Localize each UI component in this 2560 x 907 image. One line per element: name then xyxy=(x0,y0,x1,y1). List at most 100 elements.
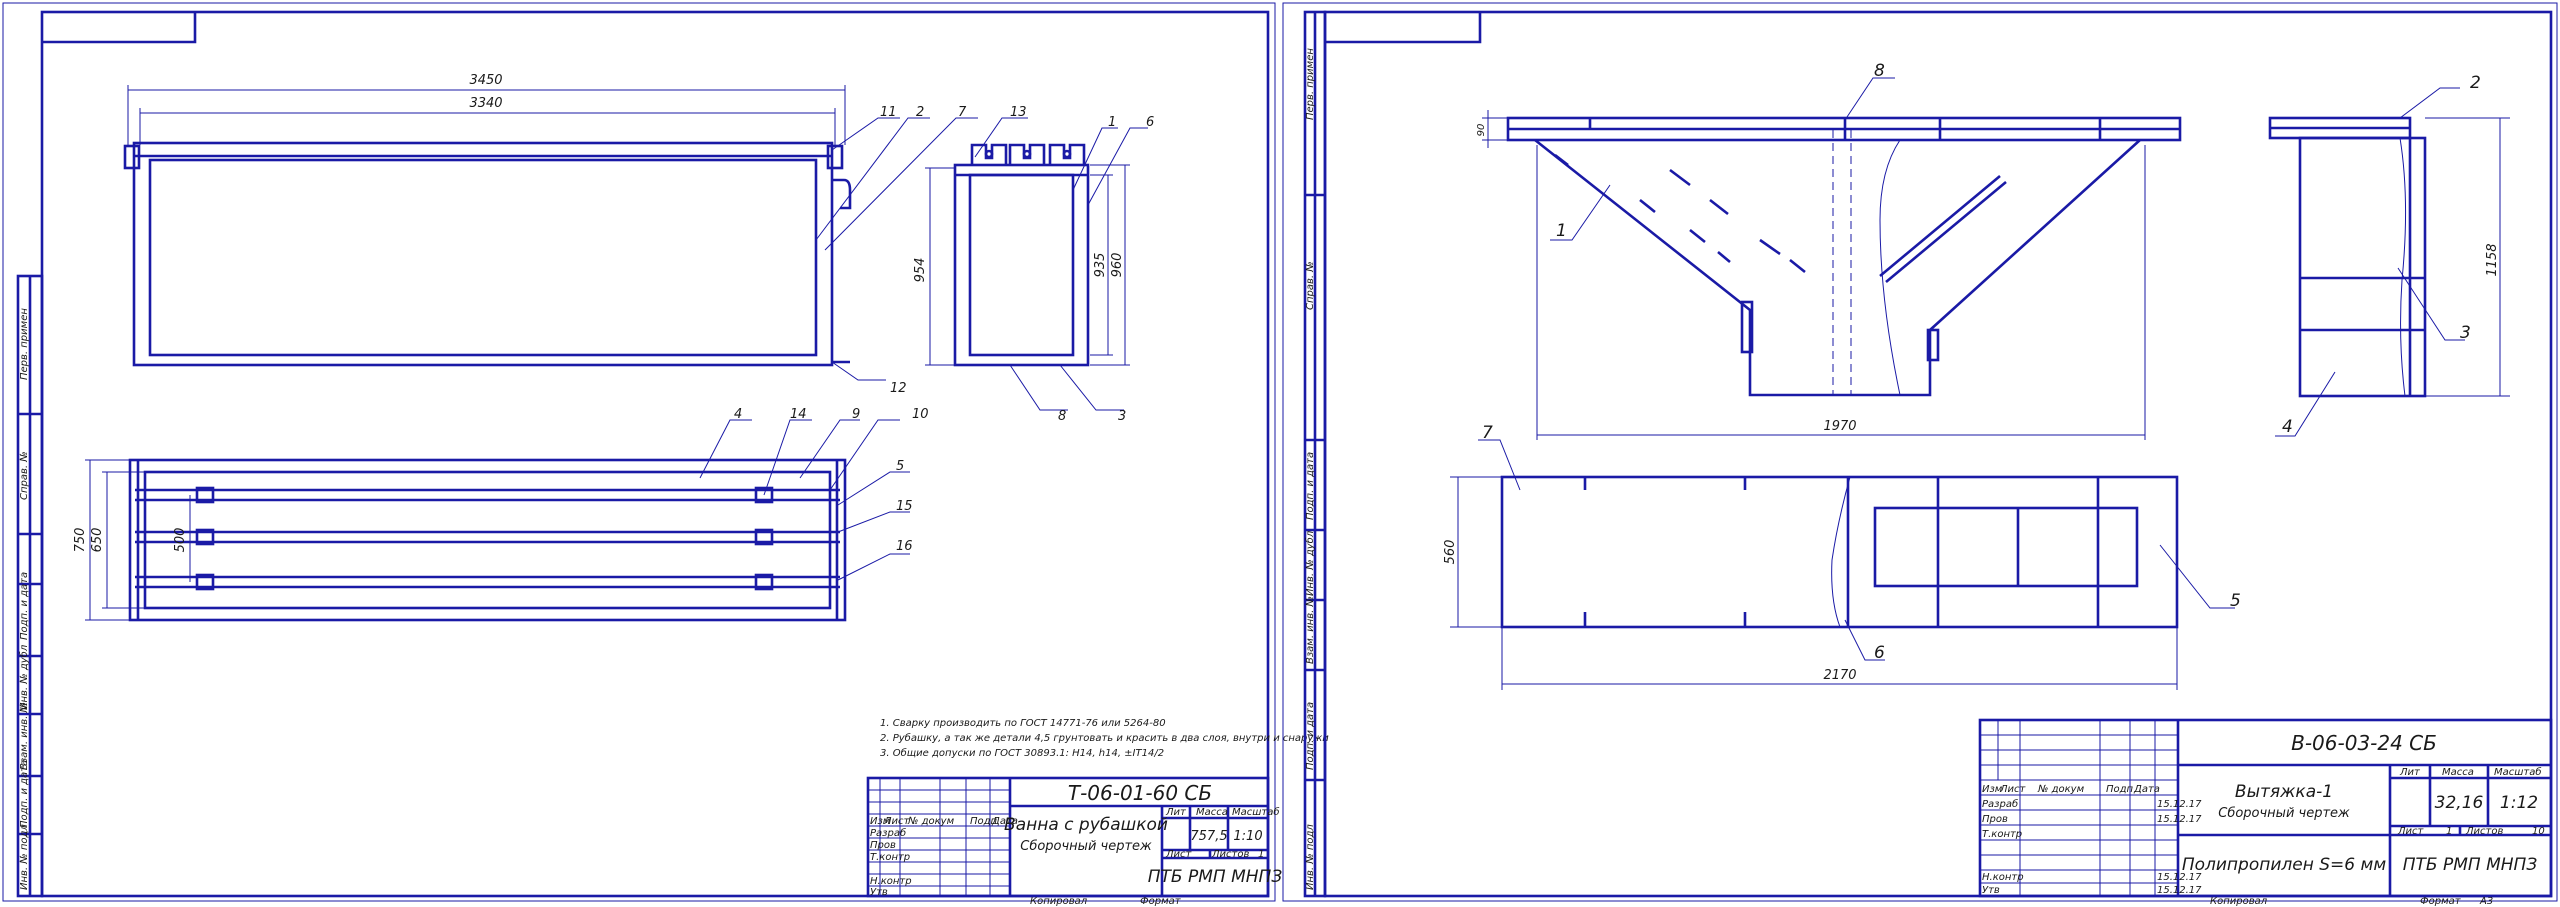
rt-scale-label: Масштаб xyxy=(2494,766,2542,778)
left-side-label-3: Инв. № дубл xyxy=(18,644,30,710)
rt-row-prov: Пров xyxy=(1982,814,2008,825)
left-side-label-2: Подп. и дата xyxy=(19,572,30,640)
rt-date-1: 15.12.17 xyxy=(2157,799,2202,810)
callout-15: 15 xyxy=(896,499,913,514)
right-scale: 1:12 xyxy=(2500,793,2538,813)
left-org: ПТБ РМП МНПЗ xyxy=(1148,867,1283,887)
left-scale: 1:10 xyxy=(1233,829,1262,844)
rt-row-razrab: Разраб xyxy=(1982,798,2018,810)
right-org: ПТБ РМП МНПЗ xyxy=(2403,855,2538,875)
bath-front-view: 3450 3340 xyxy=(123,73,852,367)
callout-9: 9 xyxy=(852,407,860,422)
right-sheet: Перв. примен Справ. № Подп. и дата Инв. … xyxy=(1282,2,2558,907)
right-material: Полипропилен S=6 мм xyxy=(2182,855,2386,875)
right-side-label-3: Инв. № дубл xyxy=(1304,530,1316,596)
rt-row-utv: Утв xyxy=(1982,885,2000,896)
bath-plan-view: 750 650 500 xyxy=(73,458,847,622)
lt-row-tkontr: Т.контр xyxy=(870,852,910,863)
note-3: 3. Общие допуски по ГОСТ 30893.1: H14, h… xyxy=(880,747,1164,759)
right-side-label-0: Перв. примен xyxy=(1305,48,1316,120)
hood-plan-view: 560 2170 xyxy=(1443,475,2179,690)
hood-side-view: 1158 xyxy=(2268,116,2510,398)
left-side-label-4: Взам. инв. № xyxy=(19,702,30,770)
rt-mass-label: Масса xyxy=(2442,767,2474,778)
rt-lit-label: Лит xyxy=(2399,767,2421,778)
lt-sheet-label: Лист xyxy=(1165,849,1193,860)
note-1: 1. Сварку производить по ГОСТ 14771-76 и… xyxy=(880,718,1166,729)
hood-front-view: 1970 90 xyxy=(1476,110,2182,440)
dim-750: 750 xyxy=(73,528,88,553)
r-callout-7: 7 xyxy=(1482,423,1493,443)
rt-col-list: Лист xyxy=(1999,784,2027,795)
right-side-label-6: Инв. № подл xyxy=(1305,824,1316,890)
rt-sheets-value: 10 xyxy=(2532,826,2545,837)
r-callout-6: 6 xyxy=(1874,643,1885,663)
lt-sheets-label: Листов xyxy=(1211,849,1249,860)
right-side-label-4: Взам. инв. № xyxy=(1305,596,1316,664)
dim-960: 960 xyxy=(1110,253,1125,278)
right-doc-name-2: Сборочный чертеж xyxy=(2218,806,2350,821)
right-callouts: 8 2 1 3 4 7 5 6 xyxy=(1478,61,2481,663)
rt-sheets-label: Листов xyxy=(2465,826,2503,837)
right-corner-box xyxy=(1325,12,1482,44)
left-doc-name-1: Ванна с рубашкой xyxy=(1004,815,1168,835)
left-side-strip: Перв. примен Справ. № Подп. и дата Инв. … xyxy=(16,274,44,898)
rt-sheet-value: 1 xyxy=(2446,826,2452,837)
rt-date-3: 15.12.17 xyxy=(2157,872,2202,883)
right-doc-code: В-06-03-24 СБ xyxy=(2291,731,2437,755)
rt-copied: Копировал xyxy=(2210,896,2268,907)
bath-end-view: 954 935 960 xyxy=(913,143,1130,367)
rt-row-tkontr: Т.контр xyxy=(1982,829,2022,840)
dim-650: 650 xyxy=(90,528,105,553)
rt-col-sign: Подп xyxy=(2106,784,2134,795)
lt-mass-label: Масса xyxy=(1196,807,1228,818)
rt-format-value: А3 xyxy=(2479,896,2493,907)
lt-sheets-value: 1 xyxy=(1258,849,1264,860)
callout-6: 6 xyxy=(1146,115,1154,130)
callout-8: 8 xyxy=(1058,409,1066,424)
right-mass: 32,16 xyxy=(2435,793,2484,813)
right-side-label-1: Справ. № xyxy=(1305,261,1316,310)
r-callout-2: 2 xyxy=(2470,73,2481,93)
lt-row-prov: Пров xyxy=(870,840,896,851)
left-side-label-6: Инв. № подл xyxy=(19,824,30,890)
dim-1970: 1970 xyxy=(1823,419,1856,434)
left-corner-box xyxy=(42,12,197,44)
r-callout-3: 3 xyxy=(2460,323,2471,343)
lt-col-izm: Изм xyxy=(870,816,891,827)
rt-date-4: 15.12.17 xyxy=(2157,885,2202,896)
dim-500: 500 xyxy=(173,528,188,553)
dim-1158: 1158 xyxy=(2485,243,2500,276)
left-side-label-1: Справ. № xyxy=(19,451,30,500)
callout-16: 16 xyxy=(896,539,913,554)
right-doc-name-1: Вытяжка-1 xyxy=(2235,782,2333,802)
lt-format: Формат xyxy=(1140,896,1182,907)
right-frame xyxy=(1323,10,2553,898)
callout-1: 1 xyxy=(1108,115,1116,130)
note-2: 2. Рубашку, а так же детали 4,5 грунтова… xyxy=(880,732,1329,744)
callout-13: 13 xyxy=(1010,105,1027,120)
lt-row-nkontr: Н.контр xyxy=(870,876,912,887)
callout-5: 5 xyxy=(896,459,904,474)
dim-935: 935 xyxy=(1093,253,1108,278)
lt-col-list: Лист xyxy=(883,816,911,827)
callout-2: 2 xyxy=(916,105,924,120)
left-doc-code: Т-06-01-60 СБ xyxy=(1068,781,1212,805)
left-title-block: Изм Лист № докум Подп Дата Разраб Пров Т… xyxy=(866,776,1283,907)
callout-10: 10 xyxy=(912,407,929,422)
lt-col-doc: № докум xyxy=(907,816,955,827)
dim-954: 954 xyxy=(913,258,928,283)
dim-3340: 3340 xyxy=(469,96,502,111)
left-sheet-edge xyxy=(2,2,1276,902)
rt-date-2: 15.12.17 xyxy=(2157,814,2202,825)
left-side-label-0: Перв. примен xyxy=(19,308,30,380)
dim-3450: 3450 xyxy=(469,73,502,88)
lt-lit-label: Лит xyxy=(1165,807,1187,818)
right-title-block: Изм Лист № докум Подп Дата Разраб Пров Т… xyxy=(1978,718,2553,907)
callout-7: 7 xyxy=(958,105,967,120)
lt-copied: Копировал xyxy=(1030,896,1088,907)
lt-col-date: Дата xyxy=(991,816,1018,827)
lt-row-utv: Утв xyxy=(870,887,888,898)
rt-col-doc: № докум xyxy=(2037,784,2085,795)
callout-12: 12 xyxy=(890,381,907,396)
